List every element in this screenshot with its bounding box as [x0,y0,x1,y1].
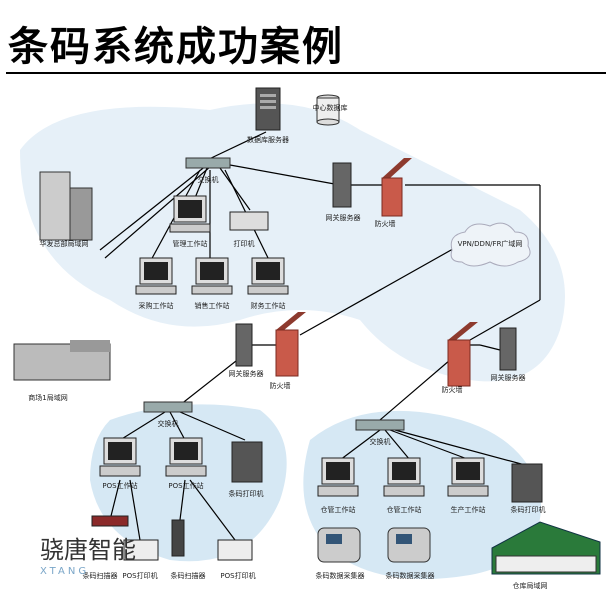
store-building-icon [13,340,111,381]
collector1-icon [317,527,361,563]
label-barcode-printer-left: 条码打印机 [229,489,264,498]
workstation-pos1-icon [99,437,141,477]
label-switch-right: 交换机 [370,437,391,446]
barcode-printer-right-icon [511,463,543,503]
watermark-text: 骁唐智能 [40,536,136,564]
label-pos-printer1: POS打印机 [122,571,157,580]
label-hq: 华发总部局域网 [40,239,89,248]
label-printer-top: 打印机 [234,239,255,248]
hq-building-icon [39,171,93,241]
workstation-wh2-icon [383,457,425,497]
label-vpn: VPN/DDN/FR广域网 [458,239,523,248]
firewall-mid-icon [275,312,306,377]
workstation-purchase-icon [135,257,177,295]
label-wh-ws2: 仓管工作站 [387,505,422,514]
background-blob-top [20,103,565,382]
workstation-wh1-icon [317,457,359,497]
warehouse-building-icon [491,521,601,575]
label-mgmt-ws: 管理工作站 [173,239,208,248]
label-gateway-right: 网关服务器 [491,373,526,382]
barcode-printer-left-icon [231,441,263,483]
pos-printer1-icon [123,539,159,561]
gateway-server-top-icon [332,162,352,208]
label-firewall-mid: 防火墙 [270,381,291,390]
collector2-icon [387,527,431,563]
watermark-subtext: XTANG [40,566,90,577]
firewall-top-icon [381,158,412,217]
label-pos1: POS工作站 [102,481,137,490]
workstation-prod-icon [447,457,489,497]
title-underline [6,72,606,74]
wan-cloud-icon [450,222,531,267]
workstation-sales-icon [191,257,233,295]
label-warehouse: 仓库局域网 [513,581,548,590]
workstation-mgmt-icon [169,195,211,233]
label-scanner1: 条码扫描器 [83,571,118,580]
label-finance-ws: 财务工作站 [251,301,286,310]
label-gateway-mid: 网关服务器 [229,369,264,378]
label-wh-ws1: 仓管工作站 [321,505,356,514]
label-barcode-printer-right: 条码打印机 [511,505,546,514]
label-switch-top: 交换机 [198,175,219,184]
switch-top-icon [185,157,231,169]
label-gateway-top: 网关服务器 [326,213,361,222]
db-server-icon [255,87,281,131]
switch-right-icon [355,419,405,431]
label-pos2: POS工作站 [168,481,203,490]
label-scanner2: 条码扫描器 [171,571,206,580]
label-db-server: 数据库服务器 [247,135,289,144]
page-title: 条码系统成功案例 [8,23,344,70]
workstation-pos2-icon [165,437,207,477]
printer-top-icon [229,211,269,231]
gateway-server-right-icon [499,327,517,371]
label-collector2: 条码数据采集器 [386,571,435,580]
label-firewall-right: 防火墙 [442,385,463,394]
switch-left-icon [143,401,193,413]
label-db: 中心数据库 [313,103,348,112]
label-sales-ws: 销售工作站 [195,301,230,310]
pos-printer2-icon [217,539,253,561]
scanner2-icon [171,519,185,557]
database-icon [316,94,340,126]
label-purchase-ws: 采购工作站 [139,301,174,310]
label-firewall-top: 防火墙 [375,219,396,228]
gateway-server-mid-icon [235,323,253,367]
label-prod-ws: 生产工作站 [451,505,486,514]
label-pos-printer2: POS打印机 [220,571,255,580]
label-collector1: 条码数据采集器 [316,571,365,580]
label-switch-left: 交换机 [158,419,179,428]
workstation-finance-icon [247,257,289,295]
firewall-right-icon [447,322,478,387]
scanner1-icon [91,515,129,527]
label-store1: 商场1局域网 [28,393,67,402]
